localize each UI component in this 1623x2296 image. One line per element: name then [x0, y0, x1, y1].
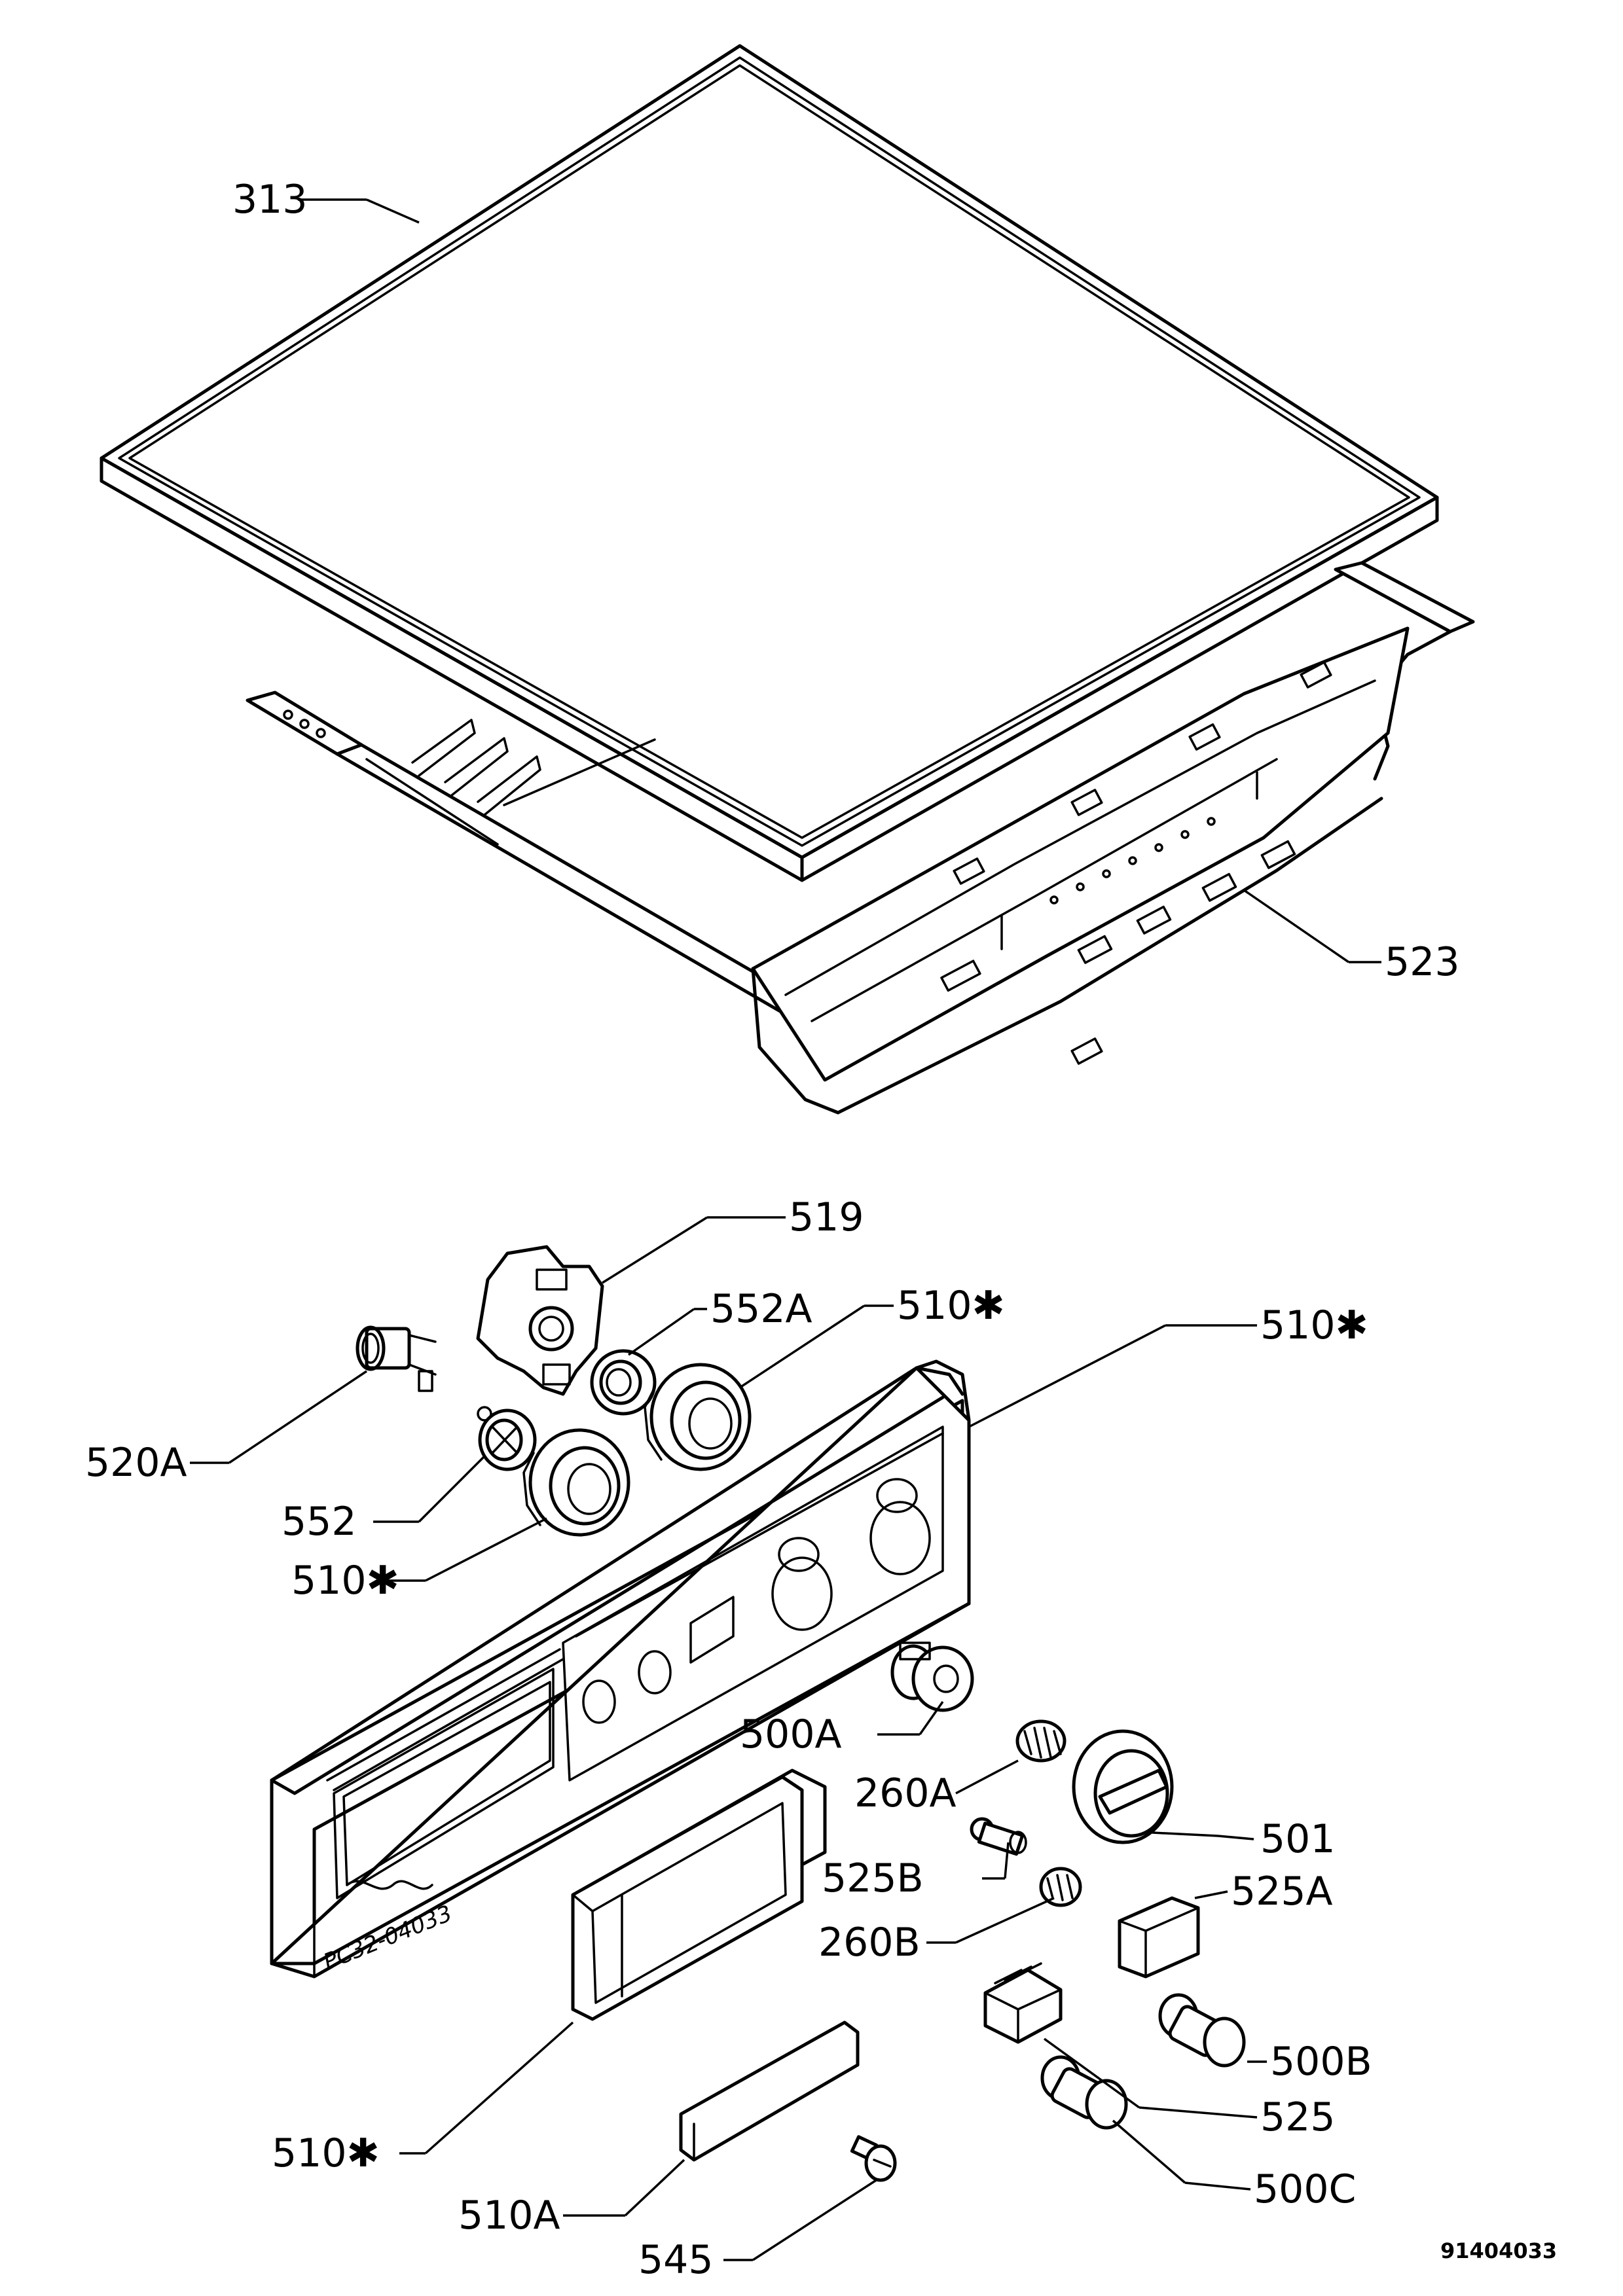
- callout-313: 313: [232, 177, 308, 223]
- callout-260A: 260A: [854, 1770, 957, 1816]
- leader-lines: [190, 198, 1381, 2261]
- callout-525: 525: [1260, 2094, 1336, 2140]
- part-523-frame: [246, 561, 1475, 1115]
- part-510-drawer-handle: [571, 1768, 827, 2021]
- callout-500A: 500A: [740, 1712, 842, 1757]
- part-552A-ring: [590, 1349, 657, 1416]
- callout-500C: 500C: [1254, 2166, 1356, 2212]
- part-525-switch: [983, 1962, 1063, 2044]
- part-510-knob-upper: [644, 1363, 752, 1471]
- callout-520A: 520A: [85, 1440, 187, 1486]
- part-501-knob: [1072, 1729, 1174, 1844]
- part-525B-pin: [970, 1817, 1027, 1856]
- part-510A-label-plate: [679, 2020, 860, 2162]
- part-545-screw: [850, 2135, 897, 2182]
- callout-552A: 552A: [710, 1286, 812, 1332]
- part-260B-spring: [1039, 1867, 1082, 1907]
- callout-510A: 510A: [458, 2193, 560, 2238]
- part-552-ring: [477, 1406, 537, 1471]
- part-260A-spring: [1015, 1719, 1067, 1763]
- callout-525B: 525B: [822, 1856, 924, 1901]
- part-500C-plunger: [1040, 2055, 1128, 2130]
- callout-510-top-mid: 510✱: [897, 1283, 1005, 1329]
- callout-525A: 525A: [1231, 1869, 1333, 1914]
- part-500A-shaft: [890, 1641, 974, 1712]
- callout-510-left: 510✱: [291, 1558, 399, 1604]
- callout-501: 501: [1260, 1816, 1336, 1862]
- callout-545: 545: [638, 2237, 714, 2283]
- callout-labels: 313 523 519 552A 510✱ 510✱ 520A 552 510✱…: [85, 177, 1460, 2283]
- document-number: 91404033: [1440, 2238, 1557, 2263]
- part-520A-bush: [356, 1325, 437, 1392]
- callout-510-bottom: 510✱: [272, 2130, 380, 2176]
- callout-510-top-right: 510✱: [1260, 1302, 1368, 1348]
- part-525A-button: [1118, 1896, 1200, 1979]
- part-500B-plunger: [1158, 1993, 1246, 2068]
- part-510-knob-lower: [522, 1428, 630, 1537]
- callout-260B: 260B: [818, 1920, 921, 1965]
- callout-552: 552: [282, 1499, 357, 1545]
- callout-523: 523: [1385, 939, 1460, 985]
- callout-519: 519: [789, 1194, 864, 1240]
- part-313-top-lid: [100, 44, 1439, 882]
- part-519-cam: [476, 1245, 604, 1396]
- callout-500B: 500B: [1270, 2039, 1372, 2085]
